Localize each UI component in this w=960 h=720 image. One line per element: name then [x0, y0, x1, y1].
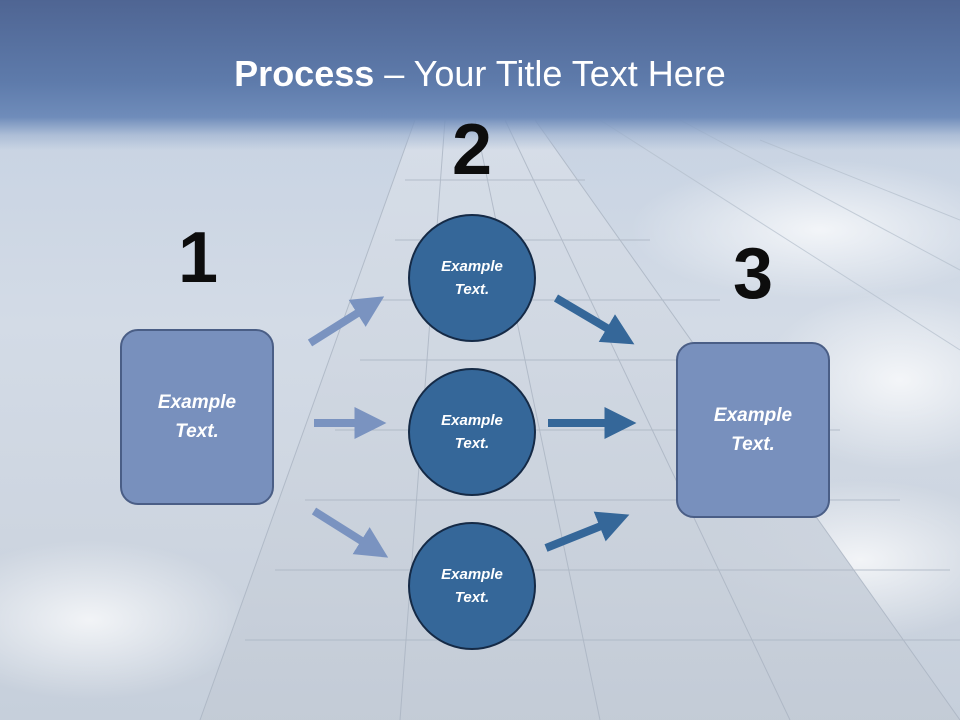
title-rest: – Your Title Text Here [374, 53, 726, 94]
step-3-number: 3 [732, 234, 774, 314]
title-bold: Process [234, 53, 375, 94]
step-1-number: 1 [177, 218, 219, 298]
step-2-circle-middle: Example Text. [408, 368, 536, 496]
arrow-1-to-top [307, 296, 385, 347]
step-3-text: Example Text. [713, 405, 793, 455]
step-2-circle-bottom: Example Text. [408, 522, 536, 650]
step-1-box: Example Text. [120, 329, 274, 505]
step-2-circle-bottom-text: Example Text. [441, 566, 503, 606]
title-band [0, 0, 960, 150]
step-2-number: 2 [451, 110, 493, 190]
step-3-box: Example Text. [676, 342, 830, 518]
arrow-1-to-bottom [311, 507, 389, 558]
arrow-bottom-to-3 [544, 511, 630, 552]
step-2-circle-middle-text: Example Text. [441, 412, 503, 452]
step-2-circle-top: Example Text. [408, 214, 536, 342]
step-1-text: Example Text. [157, 392, 237, 442]
page-title: Process – Your Title Text Here [0, 52, 960, 96]
step-2-circle-top-text: Example Text. [441, 258, 503, 298]
arrow-top-to-3 [553, 294, 635, 345]
